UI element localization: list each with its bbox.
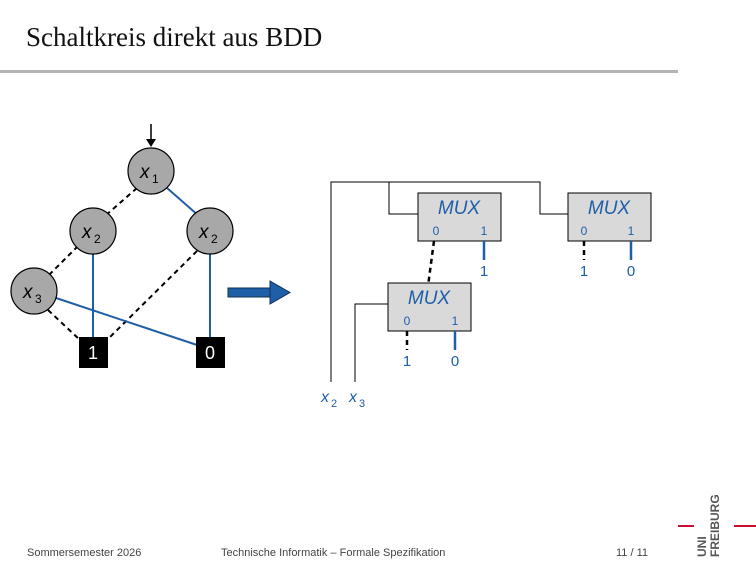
mux-top-right-in0: 0 bbox=[581, 224, 588, 238]
mux-top-right-val-0: 1 bbox=[580, 263, 588, 280]
mux-top-left-wire-0 bbox=[426, 240, 436, 287]
bdd-node-x1-var: x bbox=[139, 162, 151, 183]
bdd-terminal-one: 1 bbox=[79, 337, 108, 368]
mux-bottom-in0: 0 bbox=[404, 314, 411, 328]
bdd-edge-x3-one-0 bbox=[47, 309, 81, 341]
mux-top-left-in1: 1 bbox=[481, 224, 488, 238]
bdd-node-x2-right-sub: 2 bbox=[211, 232, 218, 246]
mux-top-left-in0: 0 bbox=[433, 224, 440, 238]
transform-arrow bbox=[227, 280, 292, 305]
mux-circuit: MUX 0 1 1 MUX 0 1 1 0 MUX 0 1 1 0 bbox=[320, 181, 652, 410]
mux-bottom-val-1: 0 bbox=[451, 353, 459, 370]
mux-bottom-val-0: 1 bbox=[403, 353, 411, 370]
entry-arrow-head bbox=[146, 139, 156, 147]
footer-page-number: 11 / 11 bbox=[616, 547, 649, 559]
bdd-node-x2-left-var: x bbox=[81, 222, 93, 243]
bdd-terminal-zero-label: 0 bbox=[205, 343, 215, 363]
bdd-node-x2-right-var: x bbox=[198, 222, 210, 243]
mux-top-right-in1: 1 bbox=[628, 224, 635, 238]
select-label-x3-sub: 3 bbox=[359, 398, 365, 410]
slide-title: Schaltkreis direkt aus BDD bbox=[26, 22, 323, 52]
bdd-edge-x3-zero-1 bbox=[55, 297, 201, 347]
select-wire-x3 bbox=[354, 303, 388, 382]
uni-freiburg-logo: UNI FREIBURG bbox=[678, 494, 756, 557]
mux-top-right-val-1: 0 bbox=[627, 263, 635, 280]
bdd-edge-x2l-x3-0 bbox=[47, 245, 79, 277]
bdd-edge-x1-x2r-1 bbox=[166, 187, 200, 217]
select-label-x2-sub: 2 bbox=[331, 398, 337, 410]
select-wire-x2-mux1 bbox=[388, 182, 418, 215]
footer-course: Technische Informatik – Formale Spezifik… bbox=[221, 547, 446, 559]
bdd-node-x2-right: x 2 bbox=[186, 207, 234, 255]
bdd-terminal-zero: 0 bbox=[196, 337, 225, 368]
bdd-node-x2-left-sub: 2 bbox=[94, 232, 101, 246]
title-rule bbox=[0, 70, 678, 73]
bdd-graph: x 1 x 2 x 2 x 3 1 0 bbox=[10, 124, 234, 368]
mux-bottom-label: MUX bbox=[408, 288, 452, 309]
select-label-x2-var: x bbox=[320, 389, 330, 406]
footer-semester: Sommersemester 2026 bbox=[27, 547, 142, 559]
bdd-node-x3-var: x bbox=[22, 282, 34, 303]
logo-text-uni: UNI bbox=[695, 536, 709, 557]
mux-top-left-val-1: 1 bbox=[480, 263, 488, 280]
bdd-node-x1: x 1 bbox=[127, 147, 175, 195]
bdd-node-x3: x 3 bbox=[10, 267, 58, 315]
bdd-node-x1-sub: 1 bbox=[152, 172, 159, 186]
mux-bottom-in1: 1 bbox=[452, 314, 459, 328]
select-label-x3-var: x bbox=[348, 389, 358, 406]
mux-top-right-label: MUX bbox=[588, 198, 632, 219]
mux-bottom: MUX 0 1 1 0 bbox=[387, 282, 472, 370]
mux-top-left-label: MUX bbox=[438, 198, 482, 219]
mux-top-left: MUX 0 1 1 bbox=[417, 192, 502, 287]
bdd-terminal-one-label: 1 bbox=[88, 343, 98, 363]
bdd-edge-x2r-one-0 bbox=[106, 250, 198, 341]
mux-top-right: MUX 0 1 1 0 bbox=[567, 192, 652, 280]
select-label-x3: x 3 bbox=[348, 389, 365, 410]
bdd-edge-x1-x2l-0 bbox=[104, 187, 138, 217]
select-wire-x2 bbox=[330, 181, 568, 382]
bdd-node-x3-sub: 3 bbox=[35, 292, 42, 306]
logo-text-freiburg: FREIBURG bbox=[708, 494, 722, 557]
select-label-x2: x 2 bbox=[320, 389, 337, 410]
bdd-node-x2-left: x 2 bbox=[69, 207, 117, 255]
